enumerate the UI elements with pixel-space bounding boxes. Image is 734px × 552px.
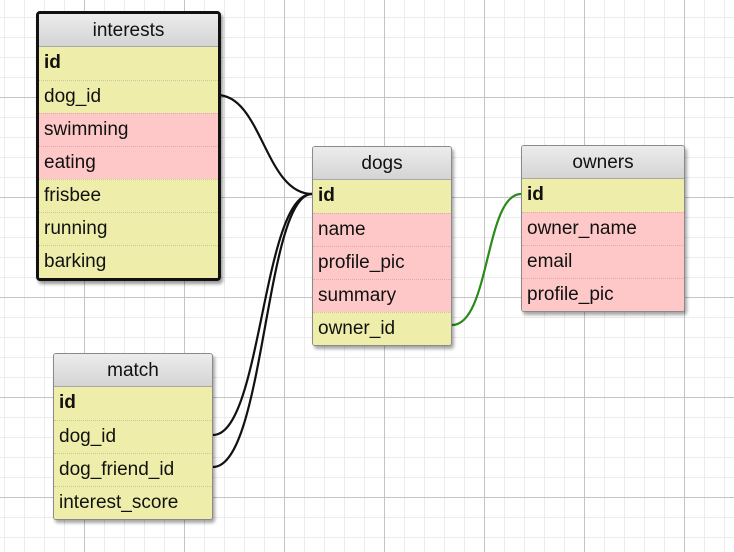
field-match-dog-friend-id[interactable]: dog_friend_id: [54, 453, 212, 486]
table-interests-header[interactable]: interests: [39, 14, 218, 47]
field-interests-running[interactable]: running: [39, 212, 218, 245]
field-match-id[interactable]: id: [54, 387, 212, 420]
field-interests-dog-id[interactable]: dog_id: [39, 80, 218, 113]
field-dogs-id[interactable]: id: [313, 180, 451, 213]
field-owners-owner-name[interactable]: owner_name: [522, 212, 684, 245]
field-owners-profile-pic[interactable]: profile_pic: [522, 278, 684, 311]
field-dogs-name[interactable]: name: [313, 213, 451, 246]
table-match-header[interactable]: match: [54, 354, 212, 387]
field-match-dog-id[interactable]: dog_id: [54, 420, 212, 453]
field-interests-id[interactable]: id: [39, 47, 218, 80]
field-interests-frisbee[interactable]: frisbee: [39, 179, 218, 212]
field-owners-id[interactable]: id: [522, 179, 684, 212]
link-match-dog_friend_id-to-dogs-id[interactable]: [212, 192, 313, 469]
table-owners-header[interactable]: owners: [522, 146, 684, 179]
field-interests-barking[interactable]: barking: [39, 245, 218, 278]
link-interests-dog_id-to-dogs-id[interactable]: [216, 93, 313, 196]
field-interests-swimming[interactable]: swimming: [39, 113, 218, 146]
field-dogs-profile-pic[interactable]: profile_pic: [313, 246, 451, 279]
field-dogs-summary[interactable]: summary: [313, 279, 451, 312]
field-match-interest-score[interactable]: interest_score: [54, 486, 212, 519]
table-dogs-header[interactable]: dogs: [313, 147, 451, 180]
link-dogs-owner_id-to-owners-id[interactable]: [451, 192, 522, 327]
field-interests-eating[interactable]: eating: [39, 146, 218, 179]
link-match-dog_id-to-dogs-id[interactable]: [212, 192, 313, 437]
field-owners-email[interactable]: email: [522, 245, 684, 278]
field-dogs-owner-id[interactable]: owner_id: [313, 312, 451, 345]
